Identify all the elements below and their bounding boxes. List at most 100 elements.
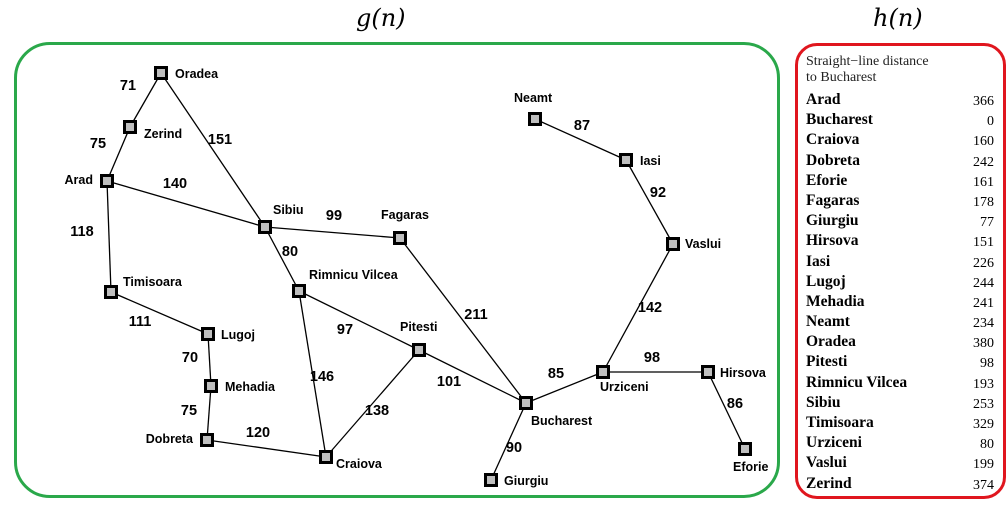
road-arad-sibiu bbox=[106, 180, 266, 228]
road-sibiu-rimnicu bbox=[264, 226, 300, 292]
city-node-bucharest bbox=[519, 396, 533, 410]
city-label-arad: Arad bbox=[65, 173, 93, 187]
table-row: Arad 366 bbox=[806, 91, 994, 111]
city-label-hirsova: Hirsova bbox=[720, 366, 767, 380]
road-cost-label: 101 bbox=[437, 374, 461, 390]
road-cost-label: 97 bbox=[337, 322, 353, 338]
road-cost-label: 151 bbox=[208, 132, 232, 148]
road-timisoara-lugoj bbox=[110, 291, 209, 335]
table-city-name: Bucharest bbox=[806, 111, 873, 129]
h-of-n-heading: h(n) bbox=[873, 4, 923, 32]
road-cost-label: 90 bbox=[506, 440, 522, 456]
table-row: Eforie 161 bbox=[806, 172, 994, 192]
table-city-name: Lugoj bbox=[806, 272, 846, 290]
table-distance-value: 242 bbox=[973, 154, 994, 170]
road-arad-timisoara bbox=[106, 180, 112, 293]
table-distance-value: 178 bbox=[973, 194, 994, 210]
table-caption: Straight−line distance to Bucharest bbox=[806, 54, 929, 86]
road-cost-label: 111 bbox=[129, 314, 152, 330]
road-craiova-pitesti bbox=[325, 349, 420, 458]
road-cost-label: 85 bbox=[548, 366, 564, 382]
city-label-urziceni: Urziceni bbox=[600, 380, 649, 394]
table-distance-value: 366 bbox=[973, 94, 994, 109]
road-bucharest-urziceni bbox=[525, 371, 604, 404]
table-city-name: Sibiu bbox=[806, 393, 841, 411]
city-label-neamt: Neamt bbox=[514, 91, 553, 105]
road-cost-label: 87 bbox=[574, 118, 590, 134]
city-label-vaslui: Vaslui bbox=[685, 237, 721, 251]
table-city-name: Eforie bbox=[806, 171, 848, 189]
city-node-dobreta bbox=[200, 433, 214, 447]
city-label-craiova: Craiova bbox=[336, 457, 383, 471]
table-city-name: Vaslui bbox=[806, 454, 847, 472]
city-node-arad bbox=[100, 174, 114, 188]
city-label-mehadia: Mehadia bbox=[225, 380, 276, 394]
road-iasi-neamt bbox=[534, 118, 627, 161]
table-city-name: Craiova bbox=[806, 131, 860, 149]
table-distance-value: 199 bbox=[973, 457, 994, 473]
table-city-name: Urziceni bbox=[806, 434, 862, 452]
g-of-n-heading: g(n) bbox=[356, 4, 406, 32]
table-distance-value: 193 bbox=[973, 376, 994, 392]
road-zerind-arad bbox=[106, 126, 131, 182]
table-city-name: Hirsova bbox=[806, 232, 859, 250]
table-distance-value: 244 bbox=[973, 275, 994, 291]
city-node-timisoara bbox=[104, 285, 118, 299]
road-cost-label: 75 bbox=[181, 403, 197, 419]
road-cost-label: 142 bbox=[638, 300, 662, 316]
road-sibiu-fagaras bbox=[264, 226, 401, 239]
city-node-lugoj bbox=[201, 327, 215, 341]
city-node-neamt bbox=[528, 112, 542, 126]
table-distance-value: 161 bbox=[973, 174, 994, 190]
road-cost-label: 140 bbox=[163, 176, 187, 192]
table-distance-value: 0 bbox=[987, 114, 994, 130]
road-cost-label: 92 bbox=[650, 185, 666, 201]
road-bucharest-giurgiu bbox=[490, 402, 527, 481]
table-distance-value: 226 bbox=[973, 255, 994, 271]
road-cost-label: 146 bbox=[310, 369, 334, 385]
table-city-name: Arad bbox=[806, 91, 841, 108]
city-label-fagaras: Fagaras bbox=[381, 208, 429, 222]
city-label-bucharest: Bucharest bbox=[531, 414, 593, 428]
road-mehadia-dobreta bbox=[206, 385, 212, 441]
road-cost-label: 71 bbox=[120, 78, 136, 94]
table-city-name: Oradea bbox=[806, 333, 856, 351]
city-label-eforie: Eforie bbox=[733, 460, 768, 474]
city-node-fagaras bbox=[393, 231, 407, 245]
table-city-name: Iasi bbox=[806, 252, 831, 270]
table-distance-value: 241 bbox=[973, 295, 994, 311]
road-fagaras-bucharest bbox=[399, 237, 527, 404]
city-label-zerind: Zerind bbox=[144, 127, 182, 141]
city-label-dobreta: Dobreta bbox=[146, 432, 194, 446]
road-cost-label: 70 bbox=[182, 350, 198, 366]
table-row: Bucharest 0 bbox=[806, 111, 994, 131]
city-node-urziceni bbox=[596, 365, 610, 379]
table-row: Lugoj 244 bbox=[806, 273, 994, 293]
city-label-pitesti: Pitesti bbox=[400, 320, 438, 334]
city-label-sibiu: Sibiu bbox=[273, 203, 304, 217]
table-row: Iasi 226 bbox=[806, 253, 994, 273]
city-label-oradea: Oradea bbox=[175, 67, 219, 81]
city-label-rimnicu: Rimnicu Vilcea bbox=[309, 268, 399, 282]
city-node-vaslui bbox=[666, 237, 680, 251]
road-cost-label: 138 bbox=[365, 403, 389, 419]
road-lugoj-mehadia bbox=[207, 333, 212, 387]
road-cost-label: 120 bbox=[246, 425, 270, 441]
city-node-sibiu bbox=[258, 220, 272, 234]
table-distance-value: 329 bbox=[973, 417, 994, 432]
table-distance-value: 80 bbox=[980, 437, 994, 453]
city-label-lugoj: Lugoj bbox=[221, 328, 255, 342]
city-node-mehadia bbox=[204, 379, 218, 393]
city-node-iasi bbox=[619, 153, 633, 167]
road-oradea-sibiu bbox=[160, 72, 266, 228]
city-node-rimnicu bbox=[292, 284, 306, 298]
